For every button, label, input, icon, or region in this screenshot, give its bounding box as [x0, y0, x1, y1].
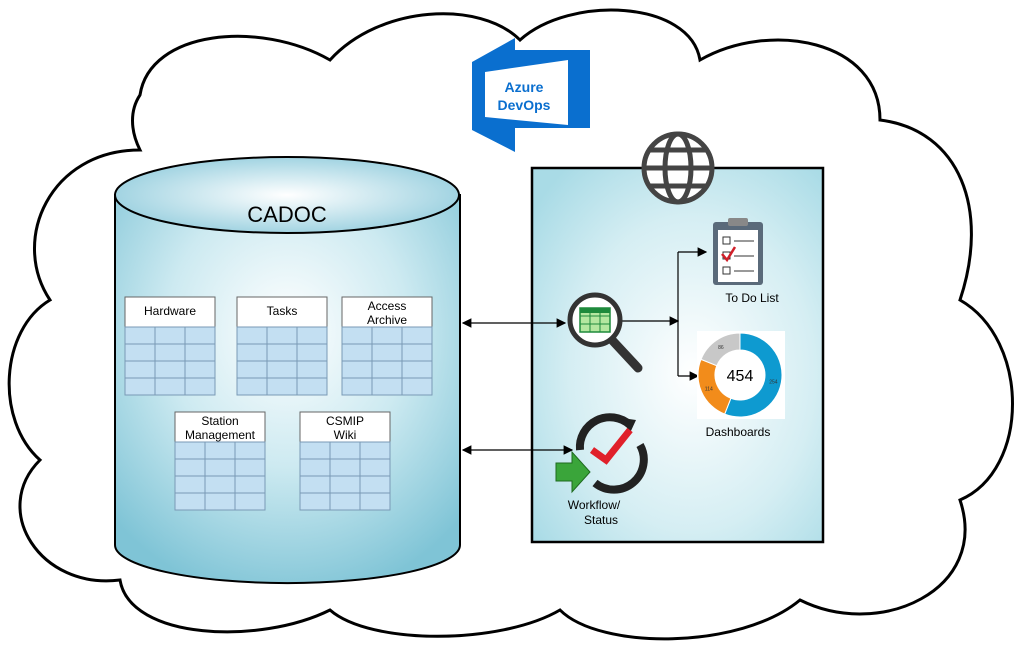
table-title: Tasks [267, 304, 298, 318]
table-0: Hardware [124, 296, 216, 396]
donut-slice [700, 332, 741, 367]
todo-clipboard-icon [713, 218, 763, 285]
table-title-2: Archive [367, 313, 407, 327]
donut-slice [724, 332, 783, 418]
donut-slice-label: 114 [705, 386, 713, 392]
todo-label: To Do List [725, 291, 779, 305]
table-1: Tasks [236, 296, 328, 396]
table-title-2: Wiki [334, 428, 357, 442]
table-title: Station [201, 414, 238, 428]
table-title-2: Management [185, 428, 256, 442]
dashboard-donut-chart: 254 114 86 [697, 332, 783, 418]
azure-devops-logo: Azure DevOps [472, 38, 590, 152]
donut-slice-label: 86 [718, 345, 724, 351]
search-table-icon [567, 292, 643, 373]
workflow-status-icon [555, 413, 648, 494]
table-title: CSMIP [326, 414, 364, 428]
svg-text:DevOps: DevOps [498, 97, 551, 113]
connectors [461, 247, 708, 455]
table-title: Access [368, 299, 407, 313]
workflow-label-2: Status [584, 513, 618, 527]
globe-icon [641, 131, 715, 205]
database-title: CADOC [247, 202, 327, 227]
donut-total: 454 [727, 368, 754, 385]
table-title: Hardware [144, 304, 196, 318]
workflow-label-1: Workflow/ [568, 498, 621, 512]
donut-slice-label: 254 [769, 379, 778, 385]
svg-text:Azure: Azure [505, 79, 544, 95]
dashboards-label: Dashboards [706, 425, 771, 439]
